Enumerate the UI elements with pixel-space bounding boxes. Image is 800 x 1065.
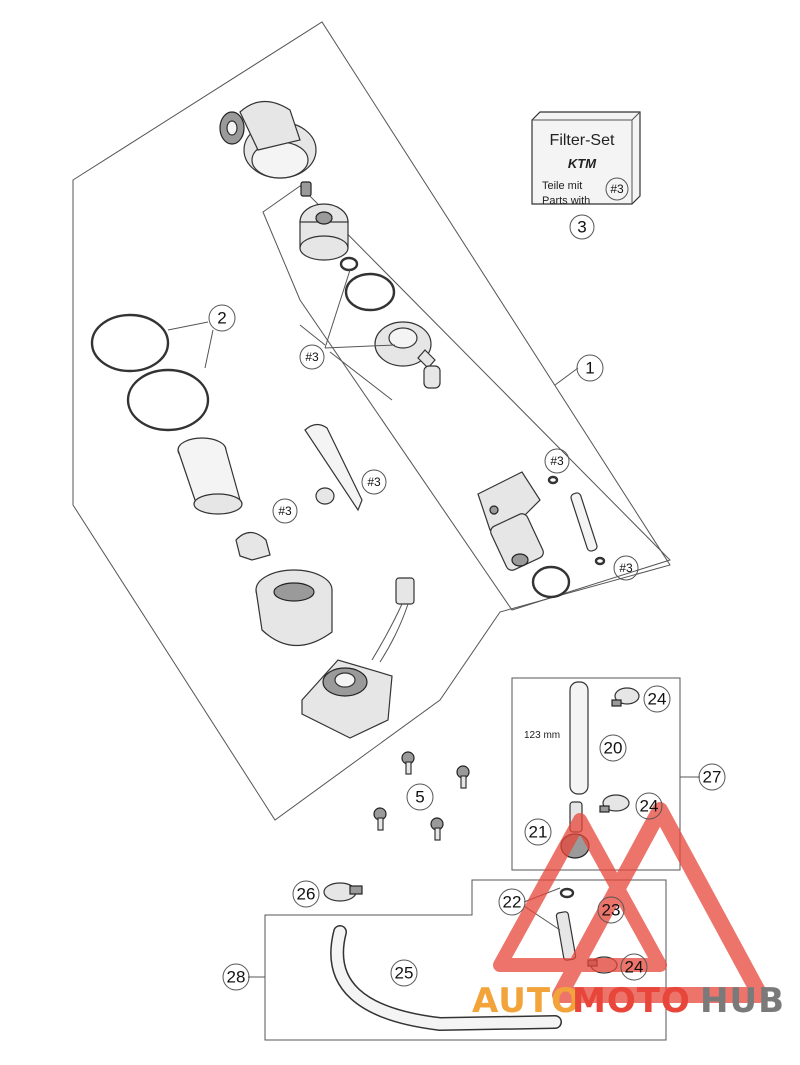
- svg-text:#3: #3: [619, 561, 633, 575]
- svg-text:21: 21: [529, 823, 548, 842]
- svg-text:1: 1: [585, 359, 594, 378]
- pump-subassembly-outline: [262, 185, 671, 611]
- fuel-pump-assembly-outline: [72, 21, 671, 821]
- wiring-connector-part: [371, 577, 415, 663]
- callout-27: 27: [698, 763, 726, 791]
- leader-line: [167, 321, 209, 331]
- svg-text:20: 20: [604, 739, 623, 758]
- automotohub-logo: [493, 802, 768, 1003]
- connecting-tube-part: [570, 492, 598, 552]
- hose-connector-part: [555, 911, 577, 961]
- callout-26: 26: [292, 880, 320, 908]
- filter-set-line1: Teile mit: [542, 180, 582, 192]
- svg-text:25: 25: [395, 964, 414, 983]
- callout-20: 20: [599, 734, 627, 762]
- callout-3: 3: [569, 214, 595, 240]
- svg-text:#3: #3: [550, 454, 564, 468]
- flange-gasket-large-a: [90, 313, 170, 373]
- svg-text:22: 22: [503, 893, 522, 912]
- callout-22: 22: [498, 888, 526, 916]
- pump-flange-part: [301, 659, 393, 739]
- o-ring-small-c: [559, 887, 575, 899]
- retaining-clip-part: [304, 423, 363, 512]
- callout-23: 23: [597, 896, 625, 924]
- leader-line: [204, 329, 214, 369]
- watermark-hub: HUB: [700, 981, 785, 1021]
- fuel-filter-part: [299, 203, 349, 261]
- hose-clamp-part: [323, 882, 363, 902]
- callout-1: 1: [576, 354, 604, 382]
- hash-ref-2: #3: [361, 469, 387, 495]
- svg-text:27: 27: [703, 768, 722, 787]
- svg-text:24: 24: [625, 958, 644, 977]
- filter-set-line2: Parts with: [542, 195, 590, 207]
- pump-housing-part: [255, 569, 333, 647]
- small-spring-part: [300, 181, 312, 197]
- watermark-moto: MOTO: [572, 981, 691, 1021]
- hose-kit-outline: [511, 677, 681, 871]
- ktm-logo: KTM: [568, 156, 597, 171]
- pressure-regulator-part: [374, 321, 436, 369]
- svg-text:28: 28: [227, 968, 246, 987]
- hose-clamp-part: [611, 687, 640, 707]
- leader-line: [324, 269, 351, 349]
- hash-ref-5: #3: [613, 555, 639, 581]
- callout-21: 21: [524, 818, 552, 846]
- svg-text:26: 26: [297, 885, 316, 904]
- callout-24-middle: 24: [635, 792, 663, 820]
- svg-text:24: 24: [640, 797, 659, 816]
- hash-ref-3: #3: [272, 498, 298, 524]
- sleeve-part: [423, 365, 441, 389]
- filter-sleeve-part: [177, 437, 243, 515]
- callout-2: 2: [208, 304, 236, 332]
- filter-ref-circle: [605, 177, 629, 201]
- flange-gasket-large-b: [126, 368, 210, 432]
- leader-line: [324, 344, 396, 349]
- svg-text:5: 5: [415, 788, 424, 807]
- svg-text:#3: #3: [305, 350, 319, 364]
- electric-fuel-pump-part: [477, 471, 544, 571]
- svg-text:#3: #3: [367, 475, 381, 489]
- callout-28: 28: [222, 963, 250, 991]
- hose-clamp-part: [599, 794, 630, 813]
- return-hose-kit-outline: [264, 879, 667, 1041]
- screw-part: [401, 751, 415, 775]
- svg-text:2: 2: [217, 309, 226, 328]
- clamp-part: [235, 531, 271, 561]
- leader-line: [554, 367, 579, 386]
- callout-25: 25: [390, 959, 418, 987]
- filter-set-title: Filter-Set: [550, 132, 615, 149]
- hash-ref-1: #3: [299, 344, 325, 370]
- screw-part: [456, 765, 470, 789]
- pump-head-part: [219, 100, 317, 179]
- svg-text:#3: #3: [278, 504, 292, 518]
- screw-part: [373, 807, 387, 831]
- svg-text:3: 3: [577, 218, 586, 237]
- filter-o-ring: [344, 272, 396, 312]
- filter-set-ref: #3: [610, 182, 624, 196]
- svg-text:23: 23: [602, 901, 621, 920]
- filter-set-box: [531, 111, 641, 205]
- screw-part: [430, 817, 444, 841]
- o-ring-small-a: [547, 475, 559, 485]
- callout-24-bottom: 24: [620, 953, 648, 981]
- fuel-hose-short-part: [569, 681, 589, 795]
- leader-line: [329, 351, 393, 401]
- hose-length-label: 123 mm: [524, 730, 560, 741]
- svg-text:24: 24: [648, 690, 667, 709]
- hash-ref-4: #3: [544, 448, 570, 474]
- callout-5: 5: [406, 783, 434, 811]
- pump-o-ring: [531, 565, 571, 599]
- callout-24-top: 24: [643, 685, 671, 713]
- o-ring-small-b: [594, 556, 606, 566]
- leader-line: [299, 324, 326, 346]
- watermark-auto: AUTO: [472, 981, 581, 1021]
- small-o-ring: [339, 256, 359, 272]
